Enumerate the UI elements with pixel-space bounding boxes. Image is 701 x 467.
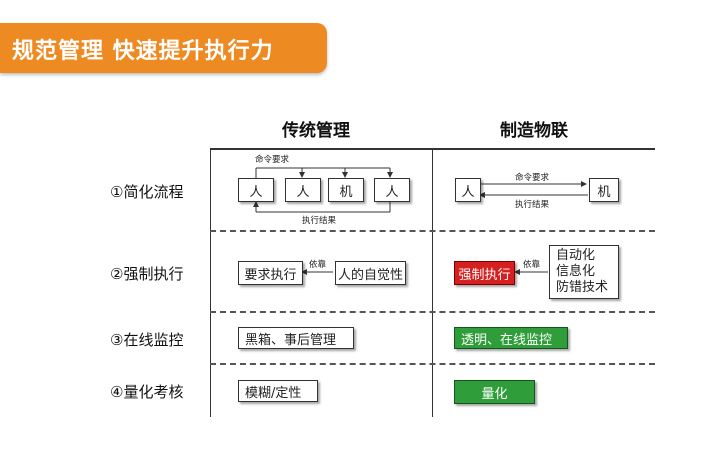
iot-tech-information: 信息化 bbox=[556, 264, 596, 279]
trad-blackbox-box: 黑箱、事后管理 bbox=[238, 327, 354, 349]
iot-command-label: 命令要求 bbox=[515, 173, 550, 183]
row-label-simplify: ①简化流程 bbox=[110, 183, 184, 201]
column-header-iot: 制造物联 bbox=[500, 121, 568, 141]
left-divider bbox=[210, 150, 211, 417]
iot-rely-label: 依靠 bbox=[523, 260, 541, 270]
iot-machine-box: 机 bbox=[589, 178, 619, 202]
row-divider-1 bbox=[210, 230, 655, 232]
trad-command-label: 命令要求 bbox=[255, 155, 290, 165]
iot-quantified-box: 量化 bbox=[454, 380, 535, 404]
iot-enforce-box: 强制执行 bbox=[454, 261, 515, 285]
trad-rely-label: 依靠 bbox=[309, 260, 327, 270]
trad-result-label: 执行结果 bbox=[302, 216, 337, 226]
trad-selfdiscipline-box: 人的自觉性 bbox=[335, 261, 406, 285]
trad-require-box: 要求执行 bbox=[238, 261, 303, 285]
iot-tech-automation: 自动化 bbox=[556, 248, 596, 263]
iot-transparent-box: 透明、在线监控 bbox=[454, 327, 568, 349]
banner-title: 规范管理 快速提升执行力 bbox=[12, 39, 274, 64]
trad-person-box-2: 人 bbox=[285, 178, 321, 202]
row-label-enforce: ②强制执行 bbox=[110, 265, 184, 283]
trad-vague-box: 模糊/定性 bbox=[238, 380, 318, 402]
header-rule bbox=[210, 148, 655, 150]
row-divider-3 bbox=[210, 363, 655, 365]
column-header-traditional: 传统管理 bbox=[282, 121, 350, 141]
iot-tech-box: 自动化 信息化 防错技术 bbox=[549, 245, 619, 299]
row-divider-2 bbox=[210, 311, 655, 313]
iot-person-box: 人 bbox=[455, 178, 481, 202]
row-label-quantify: ④量化考核 bbox=[110, 383, 184, 401]
title-banner: 规范管理 快速提升执行力 bbox=[0, 23, 327, 73]
center-divider bbox=[432, 150, 433, 417]
iot-tech-errorproof: 防错技术 bbox=[556, 280, 609, 295]
trad-machine-box: 机 bbox=[328, 178, 364, 202]
row-label-monitor: ③在线监控 bbox=[110, 331, 184, 349]
trad-person-box-3: 人 bbox=[374, 178, 410, 202]
trad-person-box-1: 人 bbox=[238, 178, 274, 202]
iot-result-label: 执行结果 bbox=[515, 200, 550, 210]
